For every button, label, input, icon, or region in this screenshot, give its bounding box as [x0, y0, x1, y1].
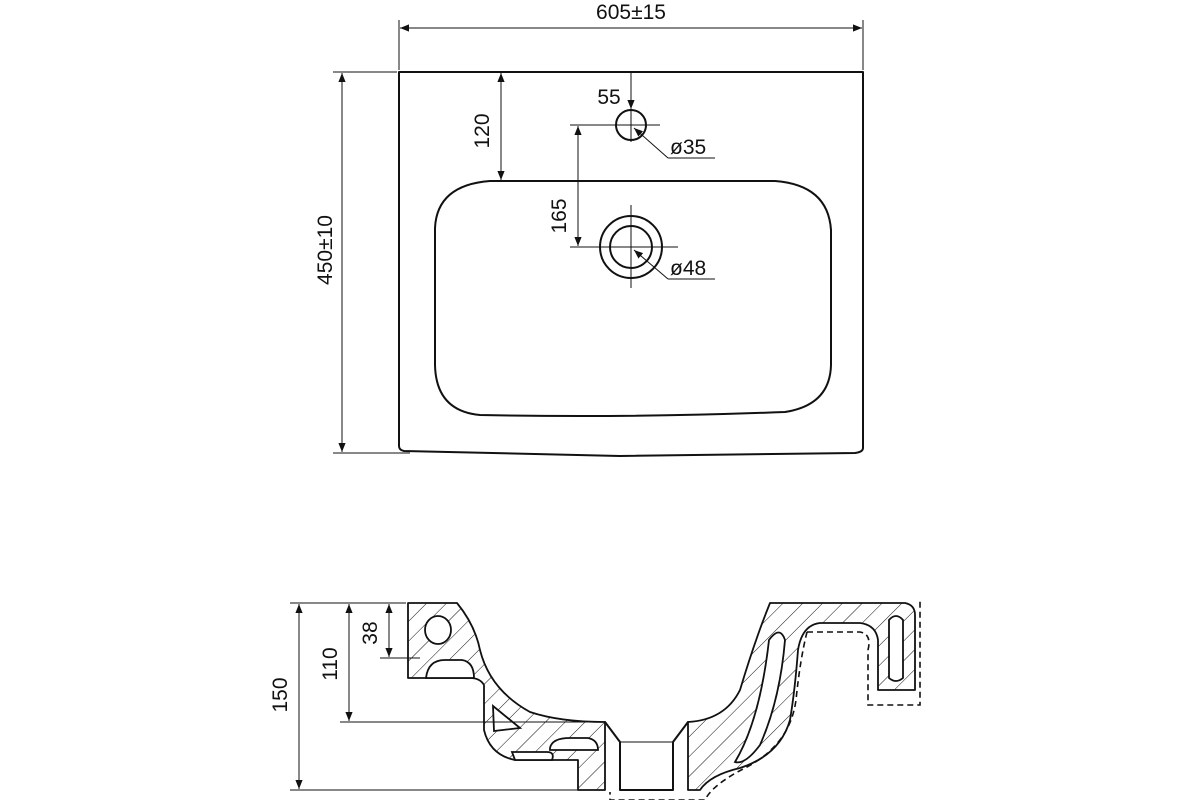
drain-side-cavity: [549, 737, 599, 751]
drain-throat: [604, 721, 689, 791]
apron-dashed-lower: [609, 631, 808, 801]
bowl-inner-contour: [434, 180, 832, 417]
drain-diameter-leader: ø48: [633, 249, 715, 280]
right-rim-cavity: [888, 615, 904, 682]
drain-offset-label: 165: [548, 198, 571, 233]
apron-dashed-outline: [807, 598, 921, 706]
section-right-wall: [687, 602, 916, 791]
section-view: 150 110 38: [269, 598, 921, 801]
drain-offset-dimension: 165: [548, 126, 582, 246]
tap-diameter-leader: ø35: [633, 127, 715, 159]
overflow-channel: [424, 615, 452, 645]
total-height-dimension: 150: [269, 602, 605, 791]
left-wall-cavity: [424, 659, 475, 679]
drain-diameter-label: ø48: [670, 257, 706, 280]
tap-diameter-label: ø35: [670, 136, 706, 159]
depth-label: 450±10: [314, 215, 337, 285]
rim-height-label: 38: [359, 621, 382, 644]
bowl-depth-dimension: 110: [319, 604, 605, 723]
basin-outer-contour: [398, 71, 864, 457]
bowl-depth-label: 110: [319, 647, 342, 680]
drain-hole: [570, 205, 678, 288]
width-label: 605±15: [596, 1, 666, 24]
rim-height-dimension: 38: [359, 604, 420, 659]
left-lower-cavity: [492, 704, 523, 733]
bowl-offset-dimension: 120: [471, 73, 505, 180]
depth-dimension: 450±10: [314, 71, 410, 454]
tap-from-back-dimension: 55: [597, 73, 635, 109]
left-drain-cavity: [510, 751, 554, 761]
top-view: 605±15 450±10 120 55 ø35 165: [314, 1, 864, 457]
right-wall-channel: [733, 631, 786, 764]
tap-from-back-label: 55: [597, 86, 620, 109]
total-height-label: 150: [269, 677, 292, 712]
bowl-offset-label: 120: [471, 113, 494, 148]
width-dimension: 605±15: [398, 1, 864, 70]
